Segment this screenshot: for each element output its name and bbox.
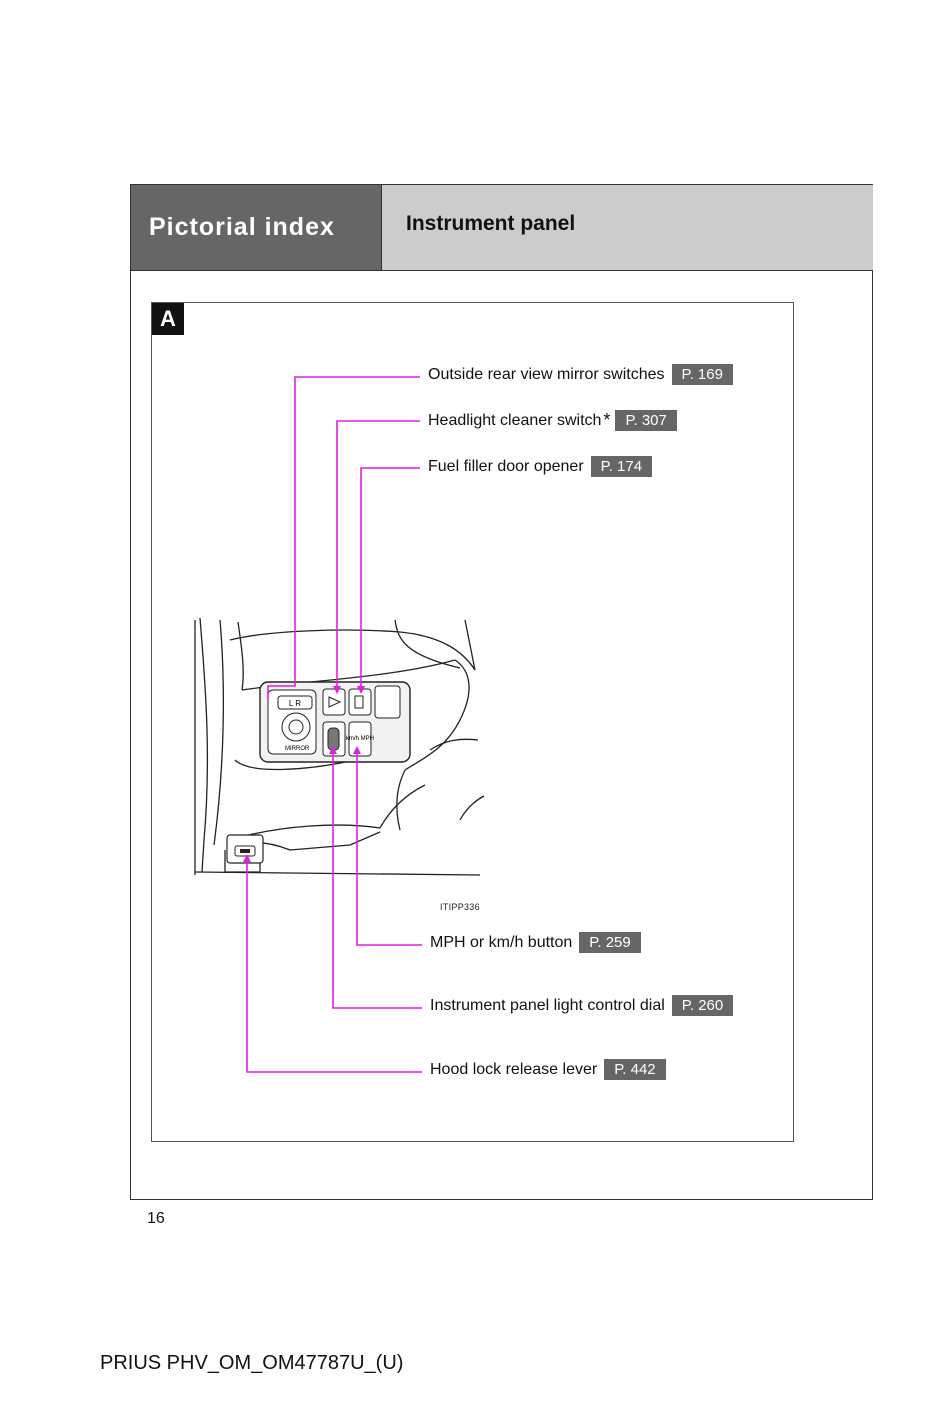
callout-fuel-door: Fuel filler door opener P. 174 <box>428 456 653 477</box>
header-divider <box>131 270 873 271</box>
page-reference-link[interactable]: P. 174 <box>590 456 653 477</box>
page-number: 16 <box>147 1210 165 1227</box>
page-reference-link[interactable]: P. 259 <box>579 932 641 953</box>
page-reference-link[interactable]: P. 307 <box>615 410 677 431</box>
callout-label: Instrument panel light control dial <box>430 996 665 1014</box>
leader-light-dial <box>329 746 422 1009</box>
document-footer: PRIUS PHV_OM_OM47787U_(U) <box>100 1352 404 1374</box>
page-reference-link[interactable]: P. 442 <box>604 1059 666 1080</box>
callout-label: Fuel filler door opener <box>428 457 584 475</box>
leader-mirror-switches <box>267 376 420 700</box>
leader-hood-lever <box>243 854 422 1073</box>
asterisk-note: * <box>603 410 611 430</box>
callout-mph-button: MPH or km/h button P. 259 <box>430 932 641 953</box>
page-reference-link[interactable]: P. 260 <box>671 995 734 1016</box>
figure-badge: A <box>152 303 184 335</box>
figure-code: ITIPP336 <box>440 902 480 912</box>
page-reference-link[interactable]: P. 169 <box>671 364 733 385</box>
mirror-label: MIRROR <box>285 746 310 752</box>
page-title: Instrument panel <box>381 185 873 270</box>
leader-headlight-cleaner <box>333 420 420 694</box>
callout-headlight-cleaner: Headlight cleaner switch * P. 307 <box>428 410 677 431</box>
figure-box <box>151 302 794 1142</box>
leader-fuel-door <box>357 467 420 694</box>
callout-label: Headlight cleaner switch <box>428 411 602 429</box>
callout-label: MPH or km/h button <box>430 933 573 951</box>
mirror-lr-label: L R <box>289 699 301 708</box>
callout-light-dial: Instrument panel light control dial P. 2… <box>430 995 734 1016</box>
leader-mph-button <box>353 746 422 946</box>
page-frame <box>130 184 873 1200</box>
callout-label: Hood lock release lever <box>430 1060 598 1078</box>
section-title: Pictorial index <box>131 185 381 270</box>
callout-mirror-switches: Outside rear view mirror switches P. 169 <box>428 364 733 385</box>
dashboard-illustration: L R MIRROR km/h MPH <box>194 617 485 876</box>
speed-unit-label: km/h MPH <box>346 736 374 742</box>
callout-label: Outside rear view mirror switches <box>428 365 665 383</box>
callout-hood-lever: Hood lock release lever P. 442 <box>430 1059 666 1080</box>
